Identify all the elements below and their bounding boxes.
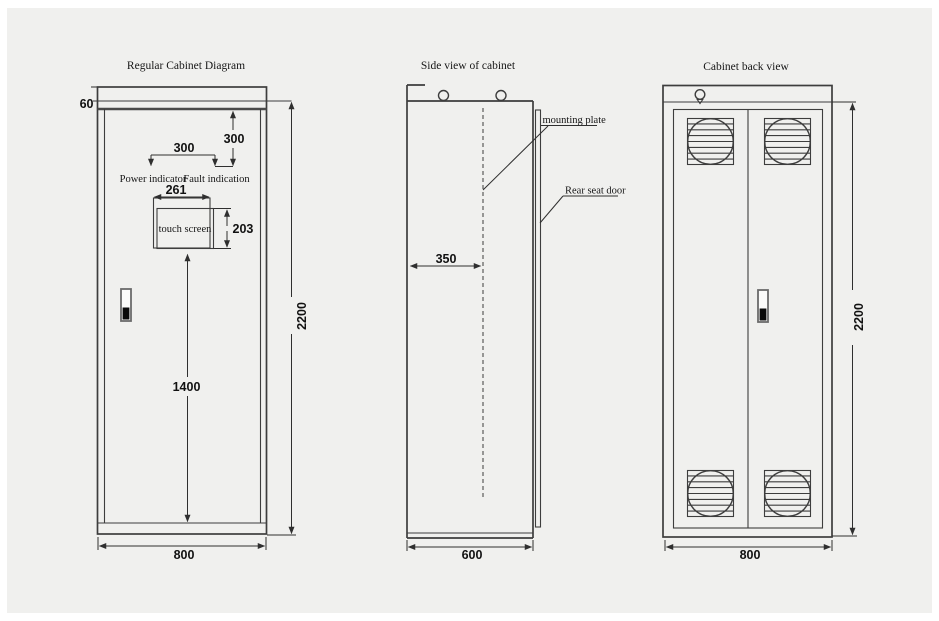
front-dim-indicator-spacing: 300	[148, 141, 218, 167]
front-door-handle	[120, 288, 132, 322]
rear-seat-door-callout: Rear seat door	[539, 186, 626, 224]
front-cabinet-outline	[91, 86, 292, 535]
svg-text:1400: 1400	[173, 380, 201, 394]
lifting-eye-icon	[694, 88, 706, 105]
side-cabinet-outline	[406, 84, 534, 539]
svg-text:300: 300	[174, 141, 195, 155]
svg-text:Rear seat door: Rear seat door	[565, 186, 626, 197]
svg-text:350: 350	[436, 252, 457, 266]
svg-text:261: 261	[166, 183, 187, 197]
svg-text:800: 800	[174, 548, 195, 562]
fault-indication-label: Fault indication	[183, 174, 250, 185]
front-dim-overall-height: 2200	[267, 101, 309, 536]
back-view: Cabinet back view 2200	[662, 61, 866, 562]
front-dim-cap-height: 60	[80, 97, 94, 111]
drawing-background	[7, 8, 932, 613]
svg-text:300: 300	[224, 132, 245, 146]
side-dim-plate-offset: 350	[409, 252, 482, 269]
svg-text:600: 600	[462, 548, 483, 562]
side-view: Side view of cabinet 350 mounting plate	[406, 60, 626, 562]
svg-text:2200: 2200	[295, 302, 309, 330]
svg-text:2200: 2200	[852, 303, 866, 331]
svg-text:mounting plate: mounting plate	[543, 115, 607, 126]
mounting-plate-callout: mounting plate	[482, 115, 607, 191]
lifting-eye-icon	[495, 89, 507, 102]
svg-text:800: 800	[740, 548, 761, 562]
front-view-title: Regular Cabinet Diagram	[127, 60, 245, 72]
touch-screen-label: touch screen	[159, 224, 213, 235]
back-door-handle	[757, 289, 769, 323]
side-dim-overall-depth: 600	[406, 540, 534, 562]
front-view: Regular Cabinet Diagram 60 300 30	[80, 60, 309, 562]
front-dim-indicator-drop: 300	[215, 110, 245, 167]
front-dim-screen-width: 261	[153, 183, 210, 200]
back-dim-overall-height: 2200	[832, 101, 866, 537]
power-indicator-label: Power indicator	[120, 174, 187, 185]
svg-text:203: 203	[233, 222, 254, 236]
back-dim-overall-width: 800	[664, 540, 833, 562]
rear-door-panel	[534, 109, 542, 528]
back-view-title: Cabinet back view	[703, 61, 789, 73]
front-dim-overall-width: 800	[97, 537, 267, 562]
front-dim-screen-height: 203	[213, 208, 254, 249]
back-cabinet-outline	[662, 84, 833, 538]
front-dim-screen-to-base: 1400	[173, 253, 201, 523]
side-view-title: Side view of cabinet	[421, 60, 516, 72]
touch-screen: touch screen	[152, 197, 215, 250]
lifting-eye-icon	[437, 89, 450, 102]
